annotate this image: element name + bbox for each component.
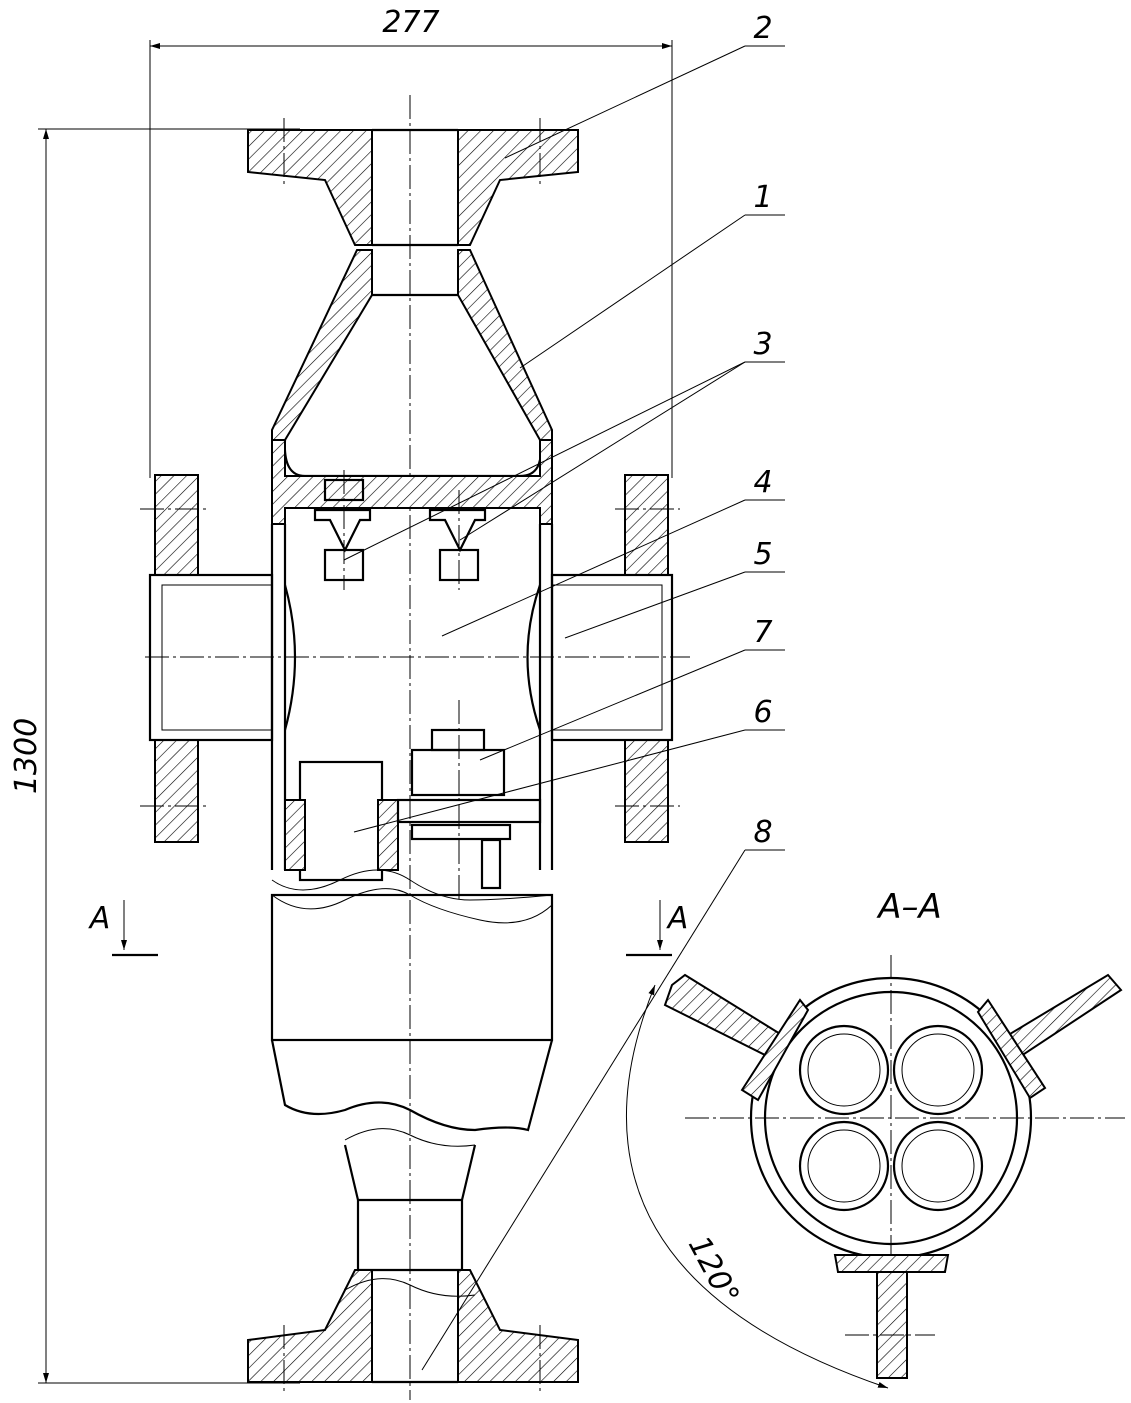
callout-6: 6 (353, 695, 785, 833)
callout-7: 7 (479, 615, 785, 761)
callout-5-label: 5 (753, 537, 772, 572)
callout-8-label: 8 (753, 815, 772, 850)
angle-label: 120° (681, 1230, 746, 1310)
callout-3: 3 (343, 327, 785, 561)
callout-1-label: 1 (753, 180, 772, 215)
right-nozzle (526, 474, 680, 843)
lower-internals (284, 700, 542, 900)
dimension-1300: 1300 (9, 128, 300, 1384)
dimension-width-label: 277 (382, 5, 439, 40)
section-title: A–A (876, 887, 942, 927)
callout-1: 1 (519, 180, 785, 369)
callout-2: 2 (504, 11, 785, 159)
section-mark-right-label: A (666, 901, 689, 936)
bottom-flange (247, 1144, 579, 1395)
callout-5: 5 (564, 537, 785, 639)
callout-7-label: 7 (753, 615, 772, 650)
main-cylinder (270, 524, 554, 870)
top-flange (247, 118, 579, 247)
section-mark-left-label: A (88, 901, 111, 936)
callout-8: 8 (421, 815, 785, 1371)
dimension-height-label: 1300 (9, 718, 44, 794)
callout-6-label: 6 (753, 695, 772, 730)
dimension-277: 277 (149, 5, 673, 478)
left-nozzle (140, 474, 297, 843)
callout-2-label: 2 (753, 11, 772, 46)
cone-body (271, 249, 553, 478)
break-section (270, 869, 554, 1147)
callout-4: 4 (441, 465, 785, 637)
callout-3-label: 3 (753, 327, 772, 362)
upper-housing (271, 439, 553, 590)
section-mark-right: A (626, 900, 689, 957)
callout-4-label: 4 (753, 465, 772, 500)
section-mark-left: A (88, 900, 158, 957)
section-view-aa (663, 955, 1125, 1379)
